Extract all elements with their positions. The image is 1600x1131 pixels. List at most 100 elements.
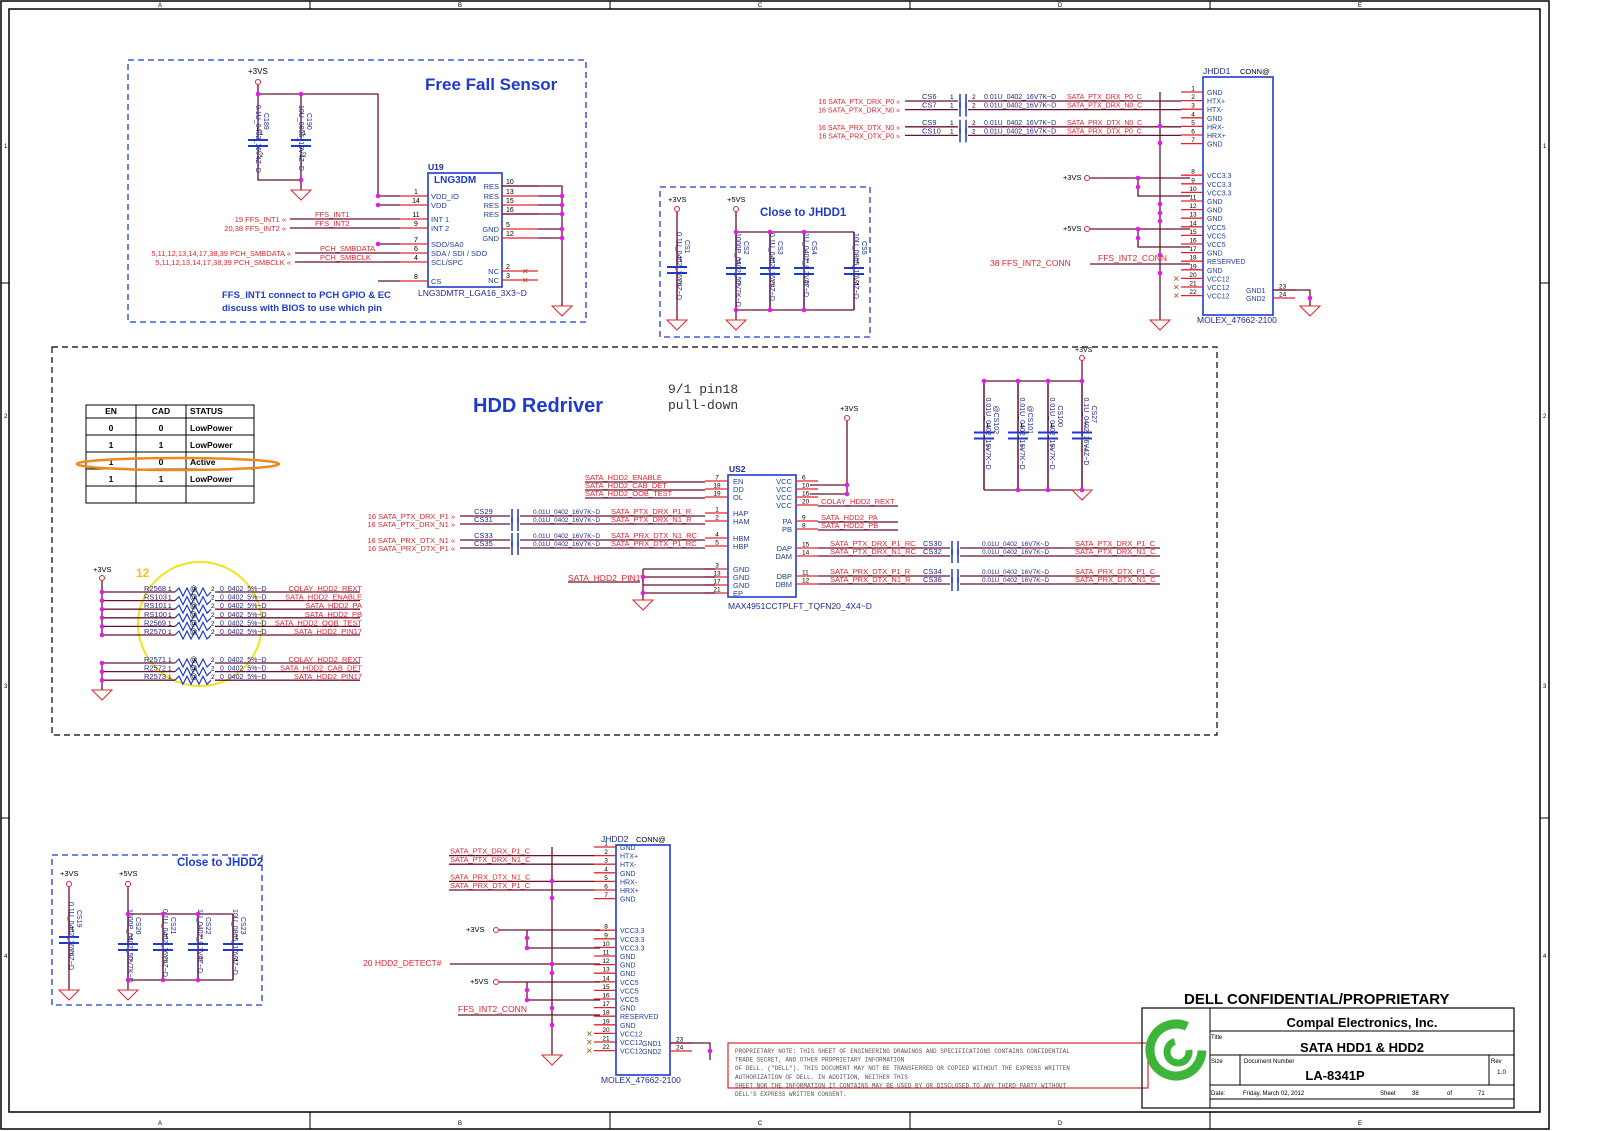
table-header: STATUS [190, 406, 223, 416]
capacitor-label: CS201000P_0402_50V7K~D [126, 909, 141, 983]
pin-name: GND [620, 963, 636, 970]
column-label: E [1358, 1121, 1362, 1127]
ffs-wire [378, 195, 400, 282]
capacitor-value: 1000P_0402_50V7K~D [734, 233, 741, 307]
net-wire-label: PCH_SMBDATA [320, 244, 375, 253]
junction-dot [1045, 378, 1051, 384]
close-jhdd2-boundary [51, 854, 263, 1006]
no-connect-icon: ✕ [522, 276, 529, 285]
pin-name: HTX+ [1207, 99, 1225, 106]
junction-dot [801, 307, 807, 313]
column-label: A [158, 3, 162, 9]
pin-number: 1 [1020, 424, 1024, 430]
capacitor-ref: CS32 [923, 547, 942, 556]
pin-number: 2 [303, 153, 307, 159]
pin-number: 6 [802, 475, 806, 482]
pin-name: VCC [776, 477, 792, 486]
pin-number: 7 [604, 892, 608, 899]
pin-name: VCC [776, 485, 792, 494]
junction-dot [1079, 378, 1085, 384]
net-wire-label: SATA_HDD2_PIN17 [294, 672, 362, 681]
outer-border [0, 0, 1550, 1130]
pin-number: 13 [713, 571, 721, 578]
resistor-ref: RS103 [144, 593, 167, 602]
pin-number: 20 [1189, 272, 1197, 279]
pin-name: VDD [431, 201, 447, 210]
resistor-ref: RS101 [144, 601, 167, 610]
at-marker: @ [190, 620, 197, 627]
u19-ref: U19 [428, 162, 444, 172]
pin-number: 2 [260, 153, 264, 159]
resistor-ref: R2571 [144, 655, 166, 664]
pin-number: 20 [802, 499, 810, 506]
pin-name: DAP [777, 544, 792, 553]
capacitor-icon [974, 431, 994, 440]
pin-name: GND1 [1246, 288, 1266, 295]
pin-number: 2 [806, 281, 810, 287]
pin-name: GND [482, 225, 499, 234]
capacitor-value: 0.01U_0402_16V7K~D [1018, 398, 1025, 470]
at-marker: @ [190, 629, 197, 636]
column-label: E [1358, 3, 1362, 9]
pin-name: DAM [775, 552, 792, 561]
junction-dot [1135, 175, 1141, 181]
junction-dot [99, 632, 105, 638]
pin-name: VCC3.3 [1207, 173, 1232, 180]
note-line: DELL'S EXPRESS WRITTEN CONSENT. [735, 1091, 847, 1098]
jhdd1-tag: CONN@ [1240, 67, 1270, 76]
pin-name: HRX+ [1207, 133, 1226, 140]
pin-name: VCC3.3 [620, 937, 645, 944]
capacitor-ref: CS34 [923, 567, 942, 576]
resistor-value: 0_0402_5%~D [220, 674, 267, 681]
ground-icon [1298, 305, 1322, 317]
redriver-note-2: pull-down [668, 398, 738, 413]
net-wire-label: SATA_PTX_DRX_P1_RC [830, 539, 916, 548]
resistor-icon [174, 629, 212, 641]
us2-ref: US2 [729, 464, 746, 474]
free-fall-sensor-block: Free Fall Sensor +3VS 12C1890.1U_0402_16… [127, 59, 587, 323]
pin-number: 24 [1279, 292, 1287, 299]
pin-number: 1 [168, 629, 172, 636]
pin-number: 10 [802, 483, 810, 490]
pin-number: 2 [130, 957, 134, 963]
pin-number: 12 [802, 578, 810, 585]
us2-power: +3VS [840, 404, 859, 413]
net-wire-label: SATA_PRX_DTX_N1_RC [611, 531, 698, 540]
company-name: Compal Electronics, Inc. [1287, 1015, 1438, 1030]
pin-number: 23 [676, 1037, 684, 1044]
capacitor-icon [511, 533, 519, 547]
pin-number: 14 [1189, 220, 1197, 227]
pin-name: HRX- [1207, 124, 1225, 131]
pin-number: 3 [1191, 103, 1195, 110]
pin-name: RES [484, 192, 499, 201]
ground-icon [540, 1054, 564, 1066]
pin-number: 10 [1189, 186, 1197, 193]
junction-dot [195, 911, 201, 917]
net-wire-label: SATA_PRX_DTX_N1_C [450, 872, 531, 881]
pin-number: 15 [802, 542, 810, 549]
pin-number: 18 [602, 1010, 610, 1017]
pin-number: 1 [168, 595, 172, 602]
power-port-icon [66, 881, 72, 887]
junction-dot [549, 970, 555, 976]
pin-name: PB [782, 525, 792, 534]
pin-number: 1 [772, 259, 776, 265]
ffs-note-2: discuss with BIOS to use which pin [222, 303, 382, 314]
pin-number: 21 [602, 1036, 610, 1043]
net-offpage-label: 20,38 FFS_INT2 « [224, 224, 286, 233]
pin-number: 1 [130, 935, 134, 941]
pin-name: RESERVED [620, 1014, 658, 1021]
jhdd2-power-3vs: +3VS [466, 925, 485, 934]
pin-number: 14 [412, 198, 420, 205]
jhdd2-gnd1-wire [670, 1042, 711, 1060]
net-offpage-label: 16 SATA_PTX_DRX_P0 » [819, 99, 901, 106]
pin-name: HBM [733, 534, 750, 543]
pin-name: HTX- [1207, 107, 1224, 114]
pin-number: 1 [168, 666, 172, 673]
resistor-ref: R2572 [144, 664, 166, 673]
docnum-label: Document Number [1244, 1059, 1294, 1065]
capacitor-ref: CS20 [134, 917, 141, 935]
column-label: B [458, 3, 462, 9]
jhdd1-gnd1-wire [1273, 289, 1311, 306]
